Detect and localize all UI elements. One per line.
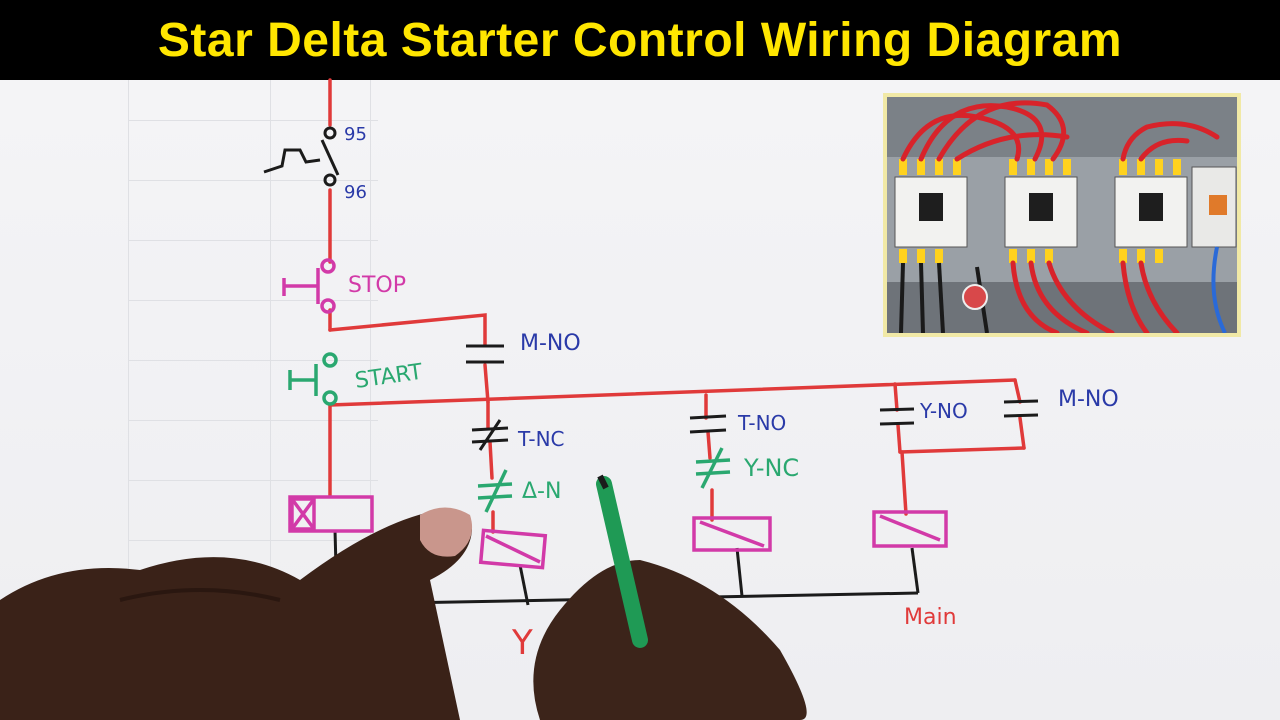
overload-label-96: 96 [344, 182, 367, 203]
t-nc-label: T-NC [517, 427, 565, 451]
timer-coil [288, 495, 374, 533]
overload-relay [1191, 166, 1237, 248]
terminal-blocks [899, 159, 1181, 263]
delta-nc-label: Δ-N [522, 479, 561, 504]
panel-red-wires [900, 100, 1220, 333]
stop-label: STOP [348, 273, 406, 298]
delta-nc-contact-symbol [477, 469, 513, 513]
contactor-panel-photo [883, 93, 1241, 337]
background-table [100, 80, 400, 640]
control-wires [328, 78, 1026, 534]
main-coil [872, 510, 948, 548]
contactor-1 [894, 176, 968, 248]
panel-blue-wire [1211, 246, 1227, 333]
m-no-contact-2-symbol [1003, 399, 1039, 418]
start-button-symbol [288, 352, 338, 406]
timer-dial [962, 284, 988, 310]
title-bar: Star Delta Starter Control Wiring Diagra… [0, 0, 1280, 80]
m-no-label-2: M-NO [1058, 387, 1119, 412]
contactor-3 [1114, 176, 1188, 248]
y-nc-label: Y-NC [743, 454, 799, 482]
contactor-panel-illustration [887, 97, 1237, 333]
y-no-contact-symbol [879, 407, 915, 426]
t-no-label: T-NO [737, 411, 786, 435]
m-no-contact-symbol [466, 344, 504, 364]
t-nc-contact-symbol [471, 419, 509, 451]
overload-contact [263, 126, 340, 187]
overload-label-95: 95 [344, 124, 367, 145]
y-nc-contact-symbol [695, 447, 731, 489]
stop-button-symbol [282, 258, 336, 314]
y-no-label: Y-NO [919, 399, 968, 423]
star-coil-label: Y [511, 623, 533, 663]
main-label: Main [904, 605, 957, 630]
t-no-contact-symbol [689, 414, 727, 434]
start-label: START [353, 360, 424, 394]
star-coil [692, 516, 772, 552]
hands-with-marker [0, 474, 807, 720]
contactor-2 [1004, 176, 1078, 248]
page-title: Star Delta Starter Control Wiring Diagra… [157, 13, 1123, 67]
delta-coil [478, 528, 548, 570]
m-no-label-1: M-NO [520, 331, 581, 356]
